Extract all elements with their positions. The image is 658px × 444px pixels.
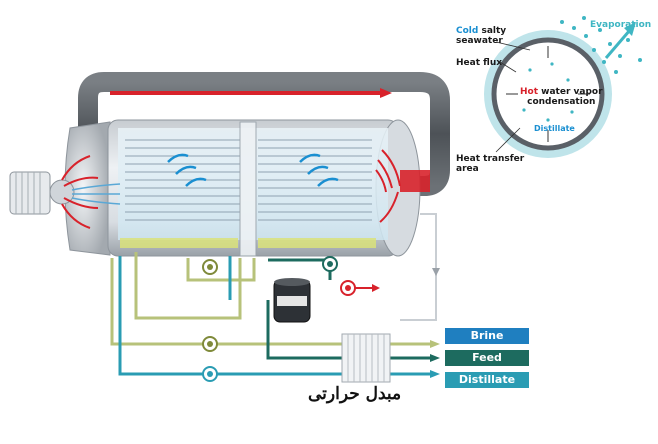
inset-evaporation-diagram xyxy=(484,16,642,158)
area-word: area xyxy=(456,164,479,174)
pump-2 xyxy=(322,256,338,272)
vapor-duct xyxy=(78,72,450,196)
feed-pipes xyxy=(110,252,436,346)
heat-flux-label: Heat flux xyxy=(456,58,503,68)
seawater-word: seawater xyxy=(456,36,503,46)
heat-exchanger xyxy=(341,333,391,383)
hot-word: Hot xyxy=(520,87,539,97)
salty-word: salty xyxy=(478,26,507,36)
evaporation-label: Evaporation xyxy=(590,20,652,30)
legend-brine: Brine xyxy=(445,328,529,344)
hot-vapor-inlet xyxy=(375,149,401,223)
steam-inlet xyxy=(9,155,121,229)
pump-5 xyxy=(340,280,356,296)
condensation-word: condensation xyxy=(527,97,596,107)
hot-vapor-label: Hot water vapor condensation xyxy=(520,87,603,107)
distillate-pipes xyxy=(118,256,436,376)
water-vapor-word: water vapor xyxy=(538,87,603,97)
distillate-inset-label: Distillate xyxy=(534,124,575,133)
legend-feed: Feed xyxy=(445,350,529,366)
cold-word: Cold xyxy=(456,26,479,36)
pump-1 xyxy=(202,259,218,275)
spray-marks xyxy=(167,153,339,187)
cold-seawater-label: Cold salty seawater xyxy=(456,26,506,46)
tube-bundle-stage-2 xyxy=(258,139,372,221)
pump-4 xyxy=(202,366,218,382)
heat-transfer-area-label: Heat transfer area xyxy=(456,154,524,174)
pump-3 xyxy=(202,336,218,352)
evaporator-shell xyxy=(64,119,421,257)
vacuum-tank xyxy=(273,278,311,323)
return-pipe xyxy=(400,213,437,321)
vapor-nozzle xyxy=(400,170,430,192)
legend-distillate: Distillate xyxy=(445,372,529,388)
tube-bundle-stage-1 xyxy=(125,139,240,221)
heat-transfer-word: Heat transfer xyxy=(456,154,525,164)
heat-exchanger-caption: مبدل حرارتی xyxy=(308,384,402,404)
